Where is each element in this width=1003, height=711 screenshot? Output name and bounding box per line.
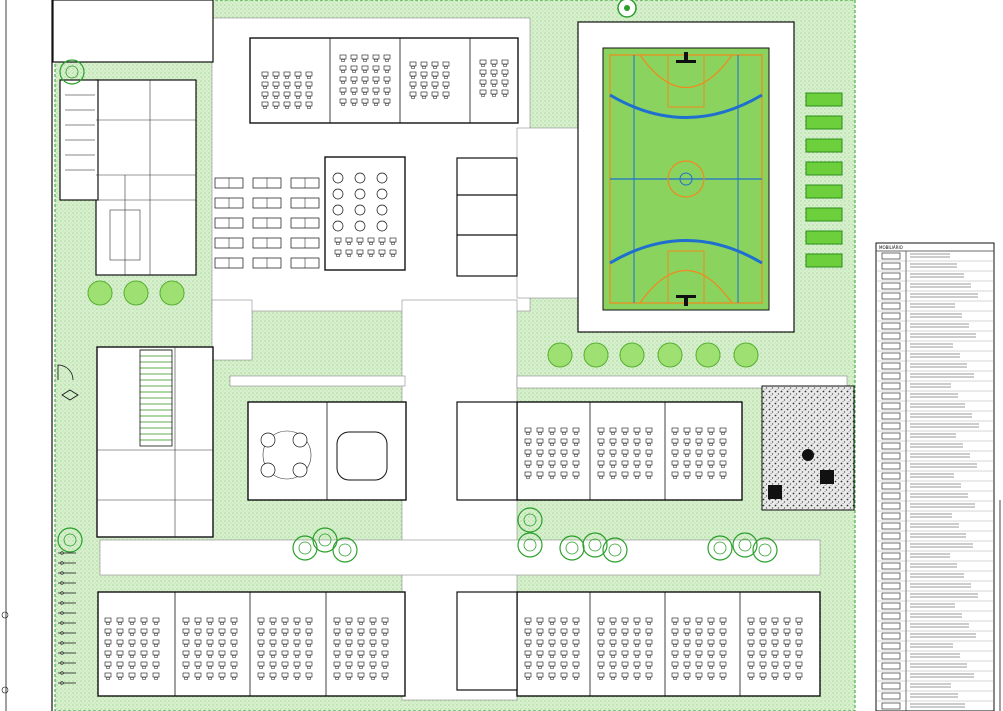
admin-building-rooms	[96, 80, 196, 275]
shrub	[87, 280, 113, 306]
left-building-rooms	[97, 347, 213, 537]
round-table	[376, 172, 388, 184]
bleacher-bench	[805, 207, 843, 222]
round-table	[332, 172, 344, 184]
round-table	[292, 462, 308, 478]
bleacher-bench	[805, 115, 843, 130]
basketball-hoop-icon	[676, 52, 696, 306]
building-left	[96, 346, 214, 538]
shrub	[159, 280, 185, 306]
round-table	[332, 204, 344, 216]
bleacher-bench	[805, 230, 843, 245]
sports-court-area	[577, 21, 795, 333]
bleacher-bench	[805, 253, 843, 268]
north-arrow-icon	[617, 0, 637, 18]
tree-icon	[733, 342, 759, 368]
bleacher-bench	[805, 138, 843, 153]
classroom-row-bottom-left	[97, 591, 406, 697]
tree-icon	[657, 342, 683, 368]
round-table	[292, 432, 308, 448]
dining-furniture	[332, 172, 397, 257]
tree-icon	[583, 342, 609, 368]
bleachers	[805, 92, 843, 268]
round-table	[260, 462, 276, 478]
cafeteria-tables	[214, 177, 320, 269]
round-table	[332, 188, 344, 200]
round-table	[260, 432, 276, 448]
playground-equipment	[768, 449, 834, 499]
bleacher-bench	[805, 92, 843, 107]
door-swing-icon	[57, 364, 79, 401]
round-table	[332, 220, 344, 232]
round-table	[376, 220, 388, 232]
restroom-block	[456, 157, 518, 277]
mid-left-tables	[260, 432, 308, 478]
parking-bikes	[65, 94, 95, 171]
round-table	[376, 188, 388, 200]
bleacher-bench	[805, 161, 843, 176]
bleacher-bench	[805, 184, 843, 199]
legend-title: MOBILIÁRIO	[879, 245, 903, 250]
round-table	[354, 188, 366, 200]
tree-icon	[695, 342, 721, 368]
classroom-block-mid-right	[456, 401, 743, 501]
tree-icon	[619, 342, 645, 368]
boundary-markers	[1, 611, 9, 694]
classroom-row-bottom-right	[456, 591, 821, 697]
round-table	[354, 172, 366, 184]
bike-racks-left	[58, 551, 76, 685]
tree-icon	[547, 342, 573, 368]
stairs	[139, 349, 173, 447]
round-table	[354, 220, 366, 232]
classroom-block-mid-left	[247, 401, 407, 501]
round-table	[354, 204, 366, 216]
round-table	[376, 204, 388, 216]
shrub	[123, 280, 149, 306]
legend-rows	[876, 250, 994, 710]
admin-building-top	[52, 0, 214, 276]
